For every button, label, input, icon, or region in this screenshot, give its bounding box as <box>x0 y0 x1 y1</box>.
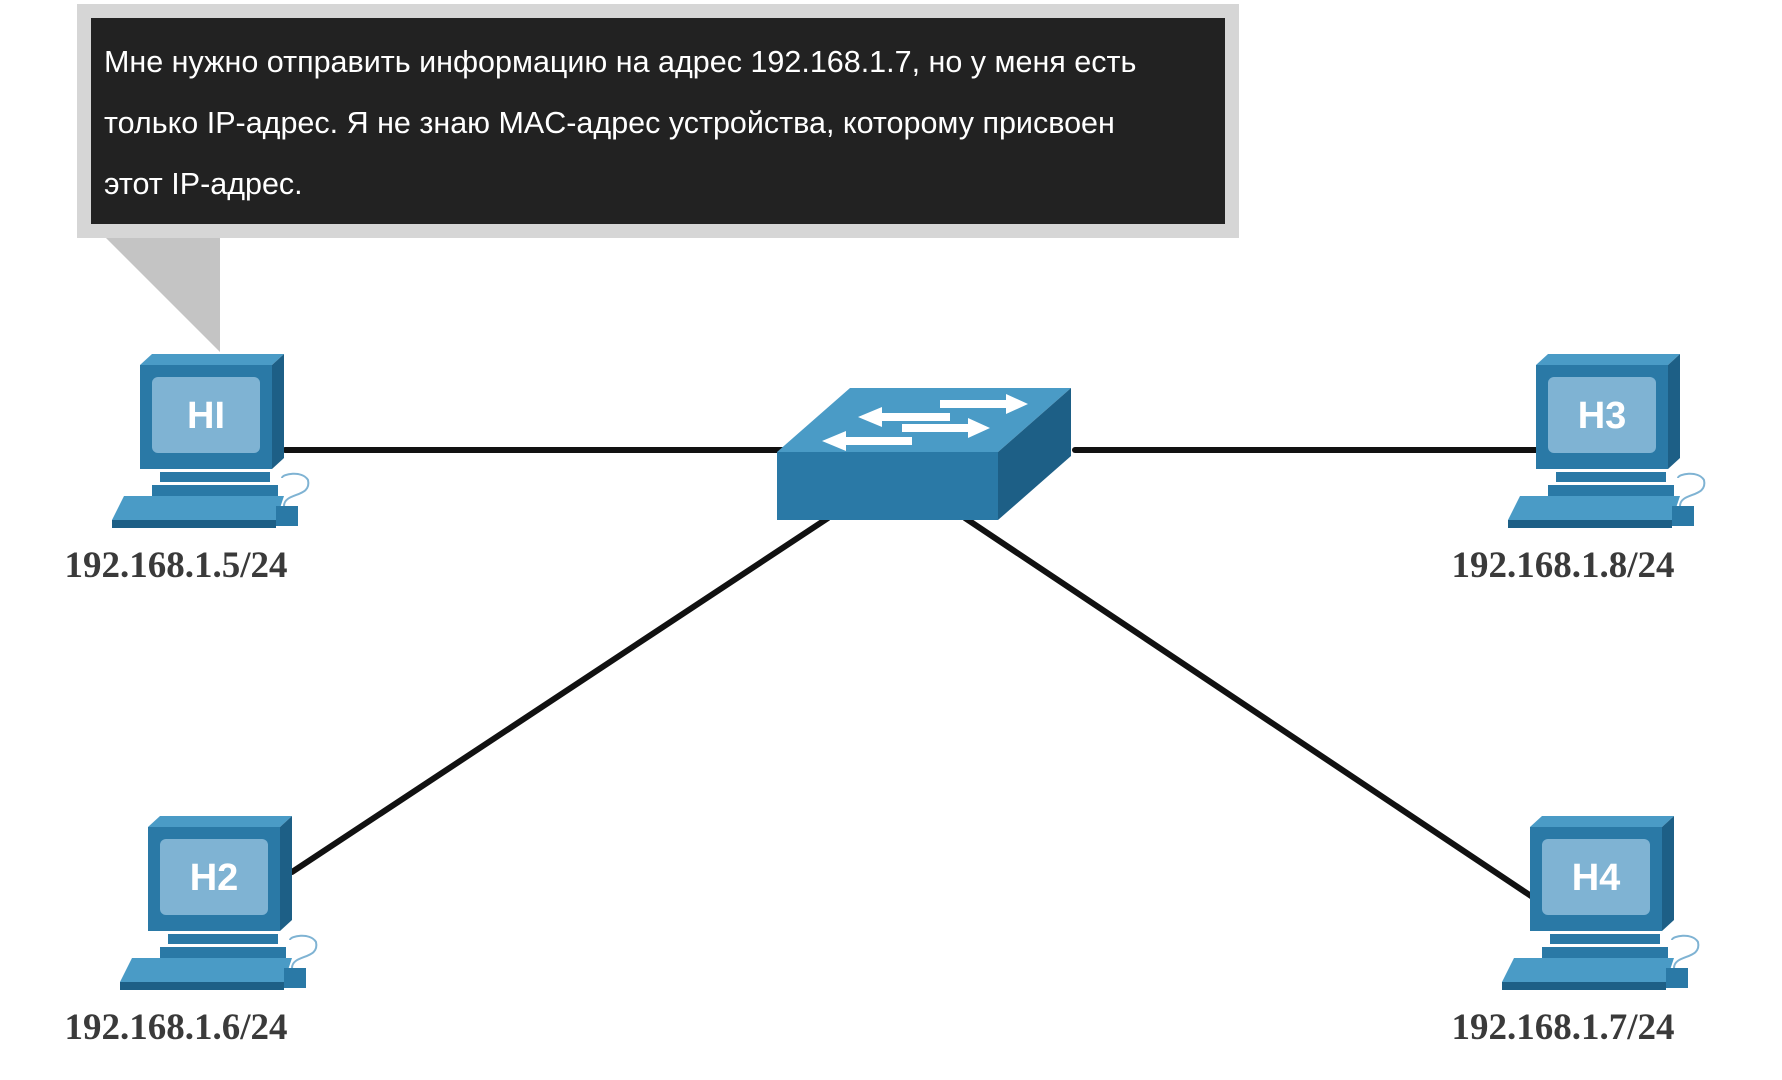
pc-label-h4: H4 <box>1572 857 1621 899</box>
pc-label-h2: H2 <box>190 857 239 899</box>
speech-callout: Мне нужно отправить информацию на адрес … <box>77 4 1239 352</box>
ip-label-h1: 192.168.1.5/24 <box>64 545 287 586</box>
pc-label-h1: HI <box>187 395 225 437</box>
pc-icon <box>120 816 318 990</box>
ip-label-h3: 192.168.1.8/24 <box>1451 545 1674 586</box>
callout-line-3: этот IP-адрес. <box>104 167 303 201</box>
link-switch-h4 <box>962 515 1540 903</box>
callout-box <box>91 18 1225 224</box>
callout-line-1: Мне нужно отправить информацию на адрес … <box>104 45 1136 79</box>
callout-line-2: только IP-адрес. Я не знаю MAC-адрес уст… <box>104 106 1115 140</box>
pc-icon <box>112 354 310 528</box>
pc-h3: H3 <box>1508 354 1706 528</box>
pc-h1: HI <box>112 354 310 528</box>
callout-tail <box>104 236 220 352</box>
link-switch-h2 <box>289 515 831 875</box>
pc-icon <box>1508 354 1706 528</box>
switch-side <box>998 388 1071 520</box>
network-links <box>282 447 1543 903</box>
pc-icon <box>1502 816 1700 990</box>
switch-arrows <box>822 394 1028 451</box>
pc-h2: H2 <box>120 816 318 990</box>
ip-label-h4: 192.168.1.7/24 <box>1451 1007 1674 1048</box>
switch-front <box>777 452 998 520</box>
pc-h4: H4 <box>1502 816 1700 990</box>
switch-icon <box>777 388 1071 520</box>
pc-label-h3: H3 <box>1578 395 1627 437</box>
ip-label-h2: 192.168.1.6/24 <box>64 1007 287 1048</box>
